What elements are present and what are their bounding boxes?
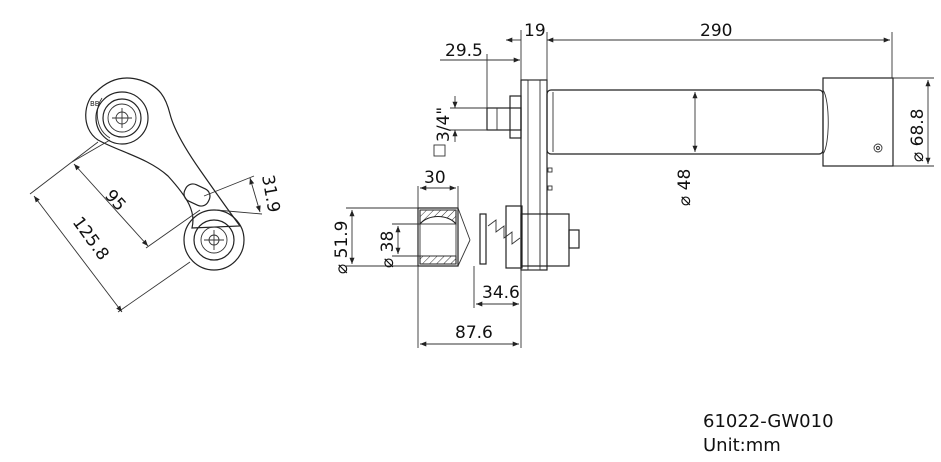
spout-side-view: [417, 77, 894, 271]
lever-tip-label: 31.9: [257, 173, 283, 214]
handle-depth-label: 87.6: [455, 323, 493, 343]
handle-offset-label: 34.6: [482, 283, 520, 303]
plate-thickness-label: 19: [524, 21, 546, 41]
handle-width-label: 30: [424, 168, 446, 188]
thread-label: 3/4": [434, 107, 454, 142]
inlet-length-label: 29.5: [445, 41, 483, 61]
svg-text:BB: BB: [90, 100, 100, 108]
handle-inner-diameter-label: ⌀ 38: [378, 231, 398, 268]
model-number: 61022-GW010: [703, 411, 834, 432]
spout-diameter-label: ⌀ 68.8: [908, 109, 928, 163]
body-diameter-label: ⌀ 48: [675, 169, 695, 206]
lever-top-view: BB: [29, 77, 263, 313]
handle-outer-diameter-label: ⌀ 51.9: [332, 221, 352, 275]
total-length-label: 290: [700, 21, 732, 41]
lever-span-label: 95: [100, 186, 129, 215]
lever-length-label: 125.8: [68, 213, 113, 264]
side-view-dimensions: [346, 30, 934, 348]
unit-label: Unit:mm: [703, 435, 781, 456]
